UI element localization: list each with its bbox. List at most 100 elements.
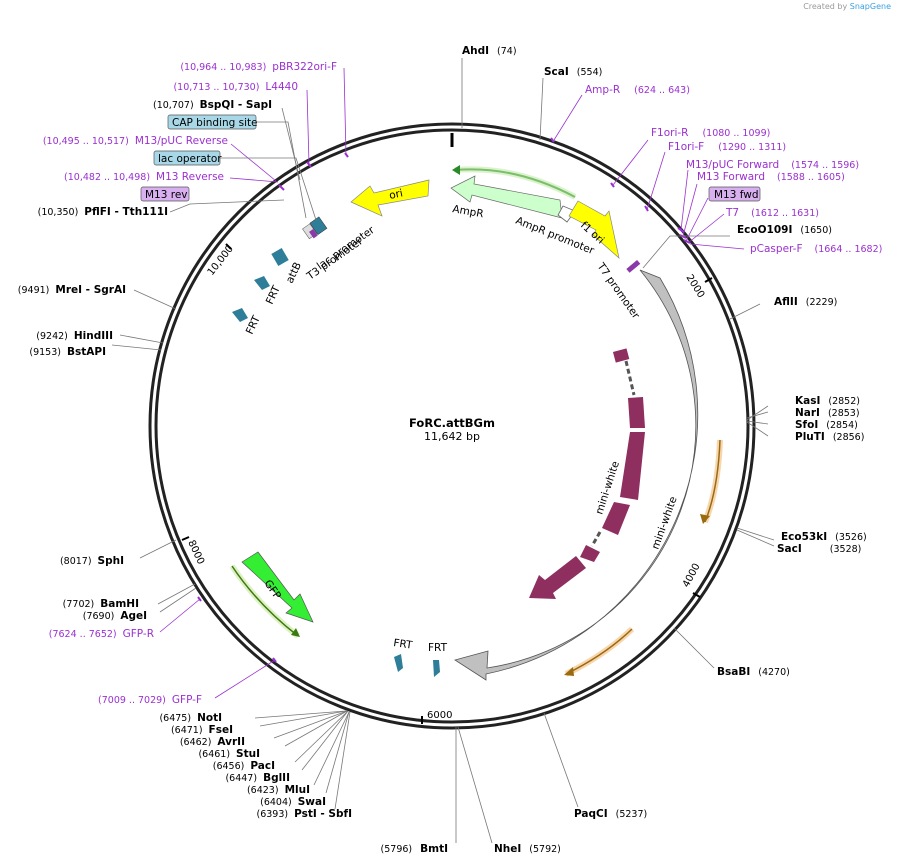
plasmid-name: FoRC.attBGm	[409, 416, 495, 430]
enzyme-stui: (6461)StuI	[198, 748, 260, 760]
ori-label: ori	[388, 187, 404, 202]
snapgene-brand: SnapGene	[849, 2, 891, 11]
primer-t7: T7(1612 .. 1631)	[725, 207, 819, 219]
enzyme-paci: (6456)PacI	[213, 760, 275, 772]
m13-rev-box	[140, 186, 190, 202]
boxed-features: CAP binding site lac operator	[153, 114, 317, 221]
backbone-outer-ring	[148, 122, 756, 730]
m13-rev-marker	[309, 229, 318, 239]
ampr-orf-glow	[454, 166, 577, 200]
tick-10000: 10,000	[206, 243, 236, 277]
enzyme-mlui: (6423)MluI	[247, 784, 310, 796]
leader-lines	[111, 58, 775, 844]
orf-arc-1-line	[704, 439, 721, 523]
enzyme-bspqi-sapi: (10,707)BspQI - SapI	[153, 99, 272, 111]
exon-6	[529, 556, 586, 599]
enzyme-bsabi: BsaBI(4270)	[717, 666, 790, 678]
enzyme-ahdi: AhdI(74)	[462, 45, 517, 57]
intron-1	[624, 360, 636, 396]
enzyme-avrii: (6462)AvrII	[180, 736, 245, 748]
enzyme-bamhi: (7702)BamHI	[63, 598, 139, 610]
enzyme-aflii: AflII(2229)	[774, 296, 837, 308]
snapgene-credit: Created by SnapGene	[803, 2, 891, 11]
enzyme-pluti: PluTI(2856)	[795, 431, 864, 443]
enzyme-fsei: (6471)FseI	[171, 724, 233, 736]
f1-ori-arrow	[568, 200, 620, 259]
enzyme-nhei: NheI(5792)	[494, 843, 561, 855]
lac-operator-leader	[220, 157, 317, 221]
exon-3	[620, 432, 645, 500]
cap-binding-site-label: CAP binding site	[172, 117, 258, 129]
enzyme-sphi: (8017)SphI	[60, 555, 124, 567]
enzyme-eco0109i: EcoO109I(1650)	[737, 224, 832, 236]
attb-marker	[271, 247, 289, 267]
primer-f1ori-f: F1ori-F(1290 .. 1311)	[668, 141, 786, 153]
enzyme-eco53ki: Eco53kI(3526)	[781, 531, 867, 543]
enzyme-sfoi: SfoI(2854)	[795, 419, 858, 431]
primer-m13-fwd: M13 fwd	[714, 189, 759, 201]
primer-marks	[197, 137, 691, 663]
lac-operator-label: lac operator	[158, 153, 222, 165]
orf-arc-2-head	[564, 667, 574, 676]
ori-arrow	[350, 179, 430, 217]
enzyme-mrei-sgrai: (9491)MreI - SgrAI	[18, 284, 126, 296]
exon-5	[580, 545, 600, 562]
frt-marker-4	[254, 276, 270, 290]
enzyme-pflfi-tth111i: (10,350)PflFI - Tth111I	[38, 206, 168, 218]
primer-l4440: (10,713 .. 10,730)L4440	[173, 81, 298, 93]
primer-gfp-r: (7624 .. 7652)GFP-R	[49, 628, 154, 640]
exon-1	[612, 348, 630, 363]
frt-marker-3	[232, 308, 248, 322]
attb-label: attB	[284, 260, 304, 285]
enzyme-nari: NarI(2853)	[795, 407, 860, 419]
mini-white-arc	[454, 269, 699, 681]
t3-promoter-label: T3 promoter	[304, 235, 366, 283]
gfp-arrow	[241, 551, 314, 623]
m13-fwd-box	[708, 186, 761, 202]
t7-promoter-label: T7 promoter	[594, 260, 642, 322]
primer-m13-puc-forward: M13/pUC Forward(1574 .. 1596)	[686, 159, 859, 171]
primer-m13-forward: M13 Forward(1588 .. 1605)	[697, 171, 845, 183]
ampr-label: AmpR	[451, 203, 484, 220]
orf-arc-1	[702, 439, 723, 524]
enzyme-scai: ScaI(554)	[544, 66, 602, 78]
frt-label-2: FRT	[428, 642, 448, 654]
tick-10000-mark	[225, 243, 232, 250]
primer-f1ori-r: F1ori-R(1080 .. 1099)	[651, 127, 770, 139]
orf-arc-1-head	[700, 514, 710, 524]
enzyme-paqci: PaqCI(5237)	[574, 808, 647, 820]
ampr-arrow	[450, 175, 563, 219]
primer-m13-reverse: (10,482 .. 10,498)M13 Reverse	[64, 171, 224, 183]
ampr-orf-head	[452, 165, 460, 175]
enzyme-kasi: KasI(2852)	[795, 395, 860, 407]
frt-label-1: FRT	[393, 637, 414, 652]
tick-2000-mark	[704, 277, 713, 283]
primer-pcasper-f: pCasper-F(1664 .. 1682)	[750, 243, 882, 255]
ampr-promoter-arrow	[557, 205, 576, 223]
tick-6000: 6000	[427, 710, 452, 721]
enzyme-bmti: (5796)BmtI	[381, 843, 448, 855]
enzyme-psti-sbfi: (6393)PstI - SbfI	[256, 808, 352, 820]
cap-leader	[256, 121, 307, 219]
enzyme-agei: (7690)AgeI	[83, 610, 147, 622]
primer-pbr322ori-f: (10,964 .. 10,983)pBR322ori-F	[180, 61, 337, 73]
enzyme-labels: AhdI(74) ScaI(554) EcoO109I(1650) AflII(…	[18, 45, 867, 855]
credit-prefix: Created by	[803, 2, 848, 11]
enzyme-saci: SacI(3528)	[777, 543, 861, 555]
enzyme-bglii: (6447)BglII	[225, 772, 290, 784]
gfp-orf-head	[291, 628, 300, 637]
primer-gfp-f: (7009 .. 7029)GFP-F	[98, 694, 202, 706]
lac-operator-marker	[309, 216, 328, 235]
t7-promoter-marker	[626, 259, 641, 273]
gfp-orf-line	[231, 565, 299, 637]
enzyme-bstapi: (9153)BstAPI	[29, 346, 106, 358]
enzyme-hindiii: (9242)HindIII	[36, 330, 113, 342]
exon-2	[628, 397, 645, 428]
frt-marker-2	[433, 660, 440, 677]
primer-amp-r: Amp-R(624 .. 643)	[585, 84, 690, 96]
primer-m13-puc-reverse: (10,495 .. 10,517)M13/pUC Reverse	[43, 135, 228, 147]
primer-m13-rev: M13 rev	[145, 189, 188, 201]
tick-8000-mark	[181, 536, 190, 541]
frt-marker-1	[394, 654, 403, 672]
